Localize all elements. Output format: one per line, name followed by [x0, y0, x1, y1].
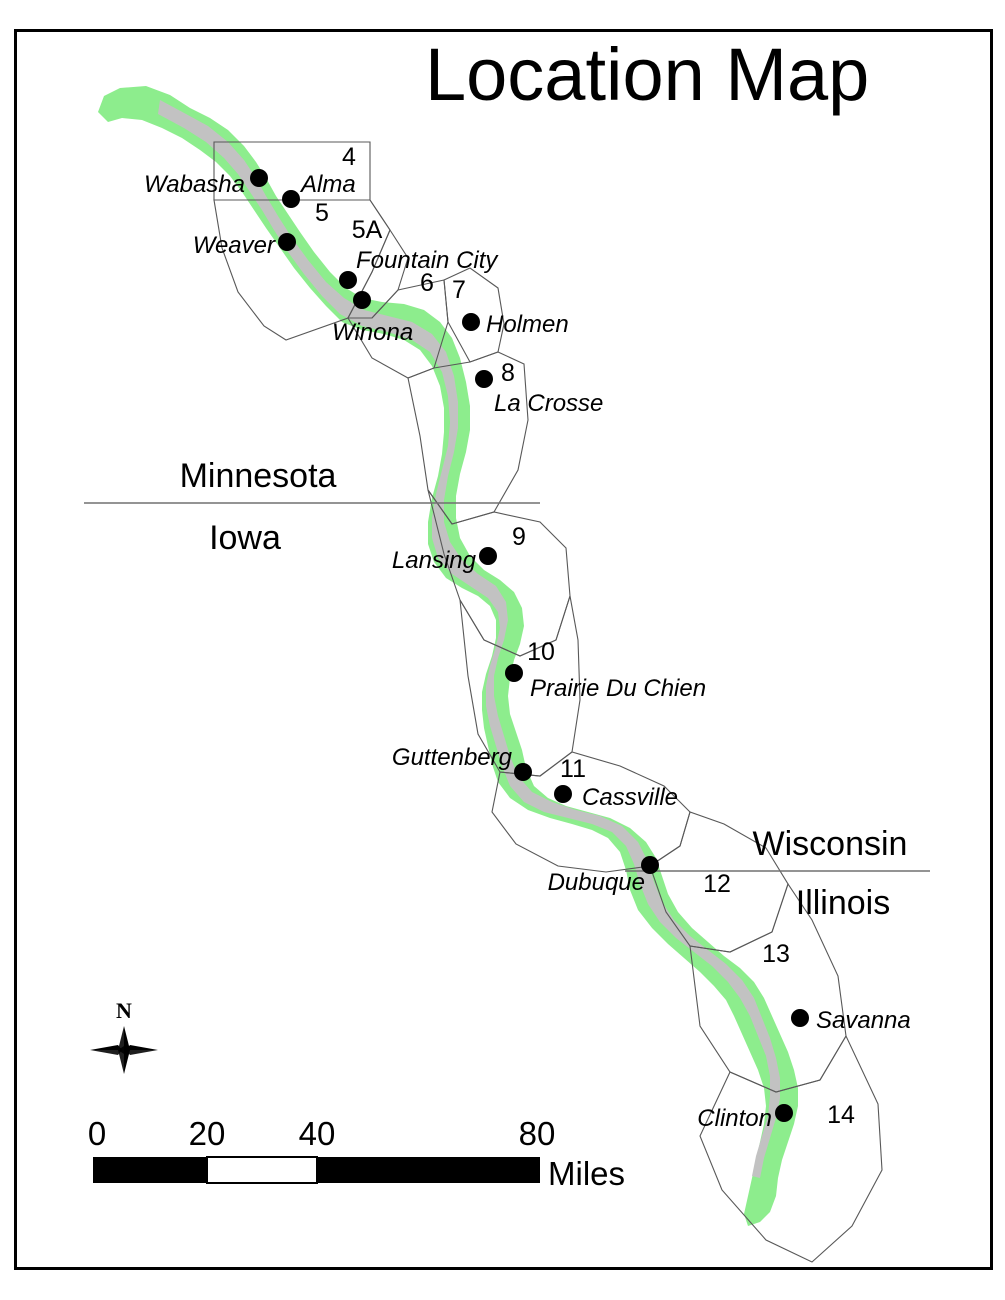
- city-dot-clinton[interactable]: [775, 1104, 793, 1122]
- pool-label-5A: 5A: [352, 216, 383, 244]
- pool-boundary-8: [407, 351, 529, 525]
- city-dot-fountain-city[interactable]: [339, 271, 357, 289]
- pool-label-5: 5: [315, 199, 329, 227]
- scale-tick-80: 80: [519, 1115, 556, 1152]
- scale-segment-1: [93, 1157, 207, 1183]
- scale-segment-3: [317, 1157, 540, 1183]
- city-label-wabasha: Wabasha: [144, 171, 245, 198]
- city-label-dubuque: Dubuque: [548, 869, 645, 896]
- city-dot-weaver[interactable]: [278, 233, 296, 251]
- city-dot-wabasha[interactable]: [250, 169, 268, 187]
- pool-label-11: 11: [560, 755, 586, 783]
- pool-label-14: 14: [827, 1101, 855, 1129]
- pool-label-6: 6: [420, 269, 434, 297]
- city-label-la-crosse: La Crosse: [494, 390, 603, 417]
- city-dot-la-crosse[interactable]: [475, 370, 493, 388]
- pool-label-9: 9: [512, 523, 526, 551]
- scale-tick-0: 0: [88, 1115, 106, 1152]
- city-labels-layer: Wabasha Alma Weaver Fountain City Winona…: [144, 171, 911, 1132]
- pool-boundary-14: [699, 1034, 883, 1263]
- city-label-cassville: Cassville: [582, 784, 678, 811]
- city-label-guttenberg: Guttenberg: [392, 744, 513, 771]
- state-label-wisconsin: Wisconsin: [753, 825, 908, 863]
- city-dot-savanna[interactable]: [791, 1009, 809, 1027]
- state-boundary-layer: [84, 502, 930, 872]
- city-label-holmen: Holmen: [486, 311, 569, 338]
- city-label-winona: Winona: [332, 319, 413, 346]
- pool-boundary-13: [689, 882, 847, 1093]
- compass-west-icon-lower: [90, 1050, 122, 1055]
- state-label-minnesota: Minnesota: [180, 457, 337, 495]
- city-label-savanna: Savanna: [816, 1007, 911, 1034]
- city-dot-guttenberg[interactable]: [514, 763, 532, 781]
- compass-east-icon: [126, 1045, 158, 1050]
- state-label-illinois: Illinois: [796, 884, 890, 922]
- compass-rose: N: [90, 998, 158, 1074]
- city-label-lansing: Lansing: [392, 547, 477, 574]
- compass-north-label: N: [116, 998, 132, 1023]
- state-label-iowa: Iowa: [209, 519, 281, 557]
- pool-labels-layer: 4 5 5A 6 7 8 9 10 11 12 13 14: [315, 143, 855, 1129]
- city-dots-layer: [250, 169, 809, 1122]
- page-title: Location Map: [425, 33, 869, 116]
- city-dot-holmen[interactable]: [462, 313, 480, 331]
- city-dot-alma[interactable]: [282, 190, 300, 208]
- pool-label-13: 13: [762, 940, 790, 968]
- pool-label-12: 12: [703, 870, 731, 898]
- pool-boundaries-layer: [213, 141, 883, 1263]
- city-dot-winona[interactable]: [353, 291, 371, 309]
- pool-label-4: 4: [342, 143, 356, 171]
- scale-tick-20: 20: [189, 1115, 226, 1152]
- state-labels-layer: Minnesota Iowa Wisconsin Illinois: [180, 457, 908, 922]
- scale-unit-label: Miles: [548, 1155, 625, 1192]
- compass-west-icon: [90, 1045, 122, 1050]
- city-label-fountain-city: Fountain City: [356, 247, 499, 274]
- city-dot-lansing[interactable]: [479, 547, 497, 565]
- city-dot-prairie-du-chien[interactable]: [505, 664, 523, 682]
- scale-segment-2: [206, 1156, 318, 1184]
- city-label-weaver: Weaver: [193, 232, 276, 259]
- pool-label-8: 8: [501, 359, 515, 387]
- pool-boundary-10: [459, 595, 581, 777]
- pool-label-10: 10: [527, 638, 555, 666]
- city-dot-cassville[interactable]: [554, 785, 572, 803]
- pool-label-7: 7: [452, 276, 466, 304]
- city-label-clinton: Clinton: [697, 1105, 772, 1132]
- city-dot-dubuque[interactable]: [641, 856, 659, 874]
- scale-tick-40: 40: [299, 1115, 336, 1152]
- compass-east-icon-lower: [126, 1050, 158, 1055]
- pool-boundary-7: [443, 267, 505, 363]
- scale-bar: 0 20 40 80 Miles: [88, 1115, 625, 1192]
- city-label-alma: Alma: [299, 171, 356, 198]
- city-label-prairie-du-chien: Prairie Du Chien: [530, 675, 706, 702]
